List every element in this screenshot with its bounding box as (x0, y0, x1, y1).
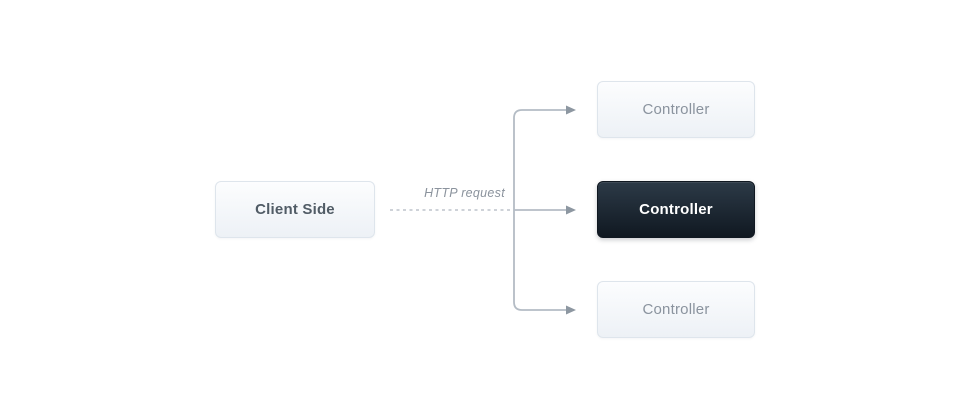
controller-label: Controller (642, 301, 710, 318)
client-side-label: Client Side (255, 201, 335, 218)
controller-node-top: Controller (597, 81, 755, 138)
arrowhead-top-icon (566, 105, 576, 115)
controller-label: Controller (639, 201, 713, 218)
controller-label: Controller (642, 101, 710, 118)
controller-node-middle: Controller (597, 181, 755, 238)
client-side-node: Client Side (215, 181, 375, 238)
arrowhead-bottom-icon (566, 305, 576, 315)
controller-node-bottom: Controller (597, 281, 755, 338)
http-request-label: HTTP request (424, 186, 505, 200)
arrowhead-middle-icon (566, 205, 576, 215)
